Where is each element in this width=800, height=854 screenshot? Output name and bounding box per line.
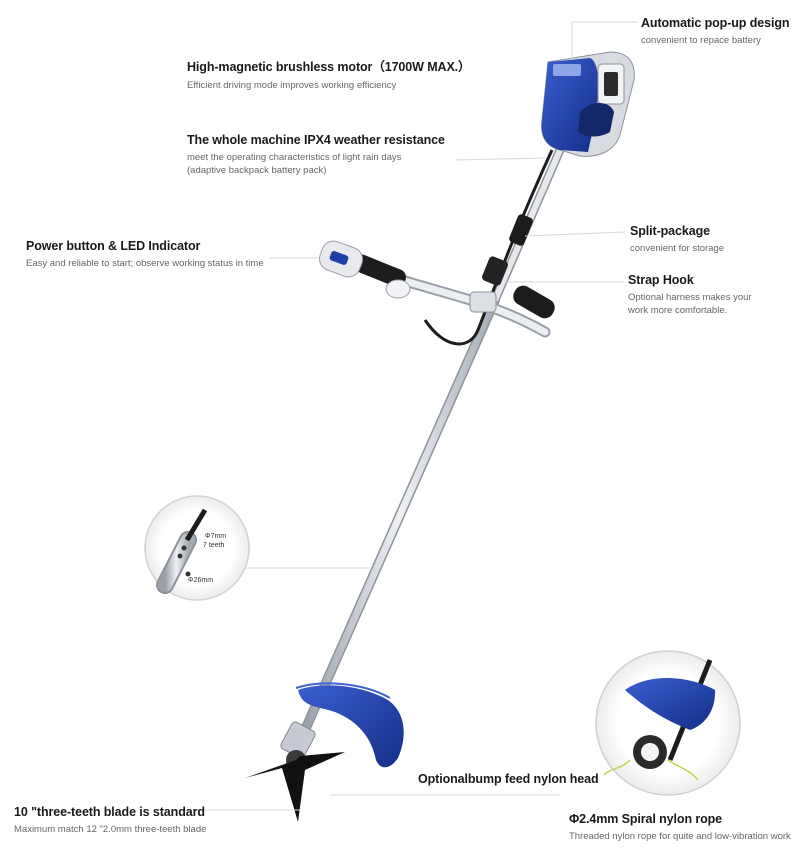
callout-power-button: Power button & LED Indicator Easy and re…	[26, 239, 264, 270]
callout-desc: Efficient driving mode improves working …	[187, 80, 397, 91]
callout-desc: convenient for storage	[630, 243, 725, 254]
callout-split-package: Split-package convenient for storage	[630, 224, 724, 255]
callout-desc: Optional harness makes your work more co…	[628, 291, 752, 317]
callout-desc-line: meet the operating characteristics of li…	[187, 152, 402, 163]
callout-popup-design: Automatic pop-up design convenient to re…	[641, 16, 789, 47]
callout-brushless-motor: High-magnetic brushless motor（1700W MAX.…	[187, 56, 471, 92]
callout-desc: Threaded nylon rope for quite and low-vi…	[569, 831, 791, 842]
callout-title: Φ2.4mm Spiral nylon rope	[569, 812, 723, 826]
nylon-head-magnifier	[595, 650, 741, 796]
callout-title: Split-package	[630, 224, 710, 238]
callout-ipx4: The whole machine IPX4 weather resistanc…	[187, 133, 445, 177]
handlebar	[319, 240, 555, 338]
callout-title: Automatic pop-up design	[641, 16, 790, 30]
power-cable	[423, 149, 554, 346]
callout-title: High-magnetic brushless motor（1700W MAX.…	[187, 60, 471, 74]
callout-desc: Maximum match 12 "2.0mm three-teeth blad…	[14, 824, 207, 835]
callout-title: Power button & LED Indicator	[26, 239, 201, 253]
callout-desc-line: Optional harness makes your	[628, 292, 752, 303]
callout-title: Strap Hook	[628, 273, 694, 287]
split-coupler	[509, 214, 533, 246]
callout-title: The whole machine IPX4 weather resistanc…	[187, 133, 445, 147]
teeth-count-label: 7 teeth	[203, 542, 225, 549]
shaft-diameter-label: Φ7mm	[205, 533, 226, 540]
callout-bump-feed-head: Optionalbump feed nylon head	[418, 772, 599, 786]
main-shaft	[300, 295, 500, 735]
callout-desc: convenient to repace battery	[641, 35, 761, 46]
blade-guard	[295, 682, 404, 768]
callout-title: Optionalbump feed nylon head	[418, 772, 599, 786]
callout-strap-hook: Strap Hook Optional harness makes your w…	[628, 273, 752, 317]
callout-desc-line: work more comfortable.	[628, 305, 728, 316]
callout-title: 10 "three-teeth blade is standard	[14, 805, 205, 819]
callout-desc: Easy and reliable to start; observe work…	[26, 258, 264, 269]
callout-desc: meet the operating characteristics of li…	[187, 151, 445, 177]
shaft-detail-magnifier	[144, 495, 250, 601]
tube-diameter-label: Φ26mm	[188, 577, 213, 584]
callout-three-teeth-blade: 10 "three-teeth blade is standard Maximu…	[14, 805, 206, 836]
callout-spiral-nylon-rope: Φ2.4mm Spiral nylon rope Threaded nylon …	[569, 812, 791, 843]
three-teeth-blade	[245, 752, 345, 822]
strap-hook-clamp	[482, 256, 508, 286]
callout-desc-line: (adaptive backpack battery pack)	[187, 165, 327, 176]
motor-housing	[541, 51, 635, 157]
leader-lines	[175, 21, 638, 811]
